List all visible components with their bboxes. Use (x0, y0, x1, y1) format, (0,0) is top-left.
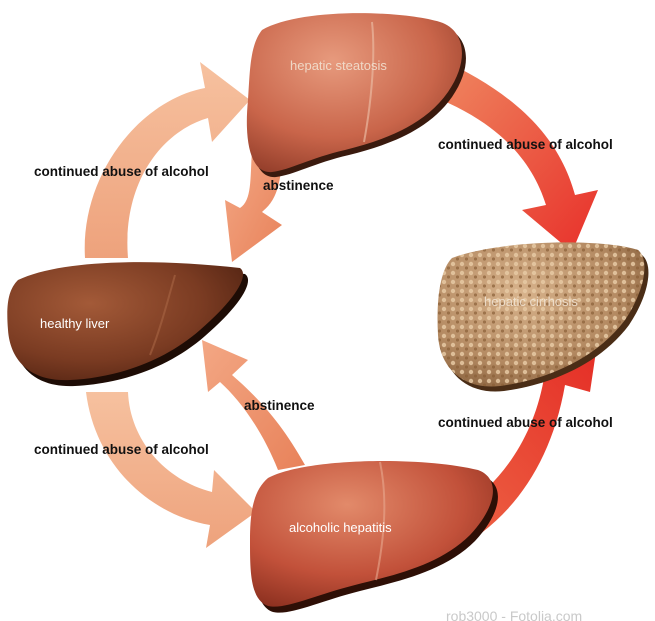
cirrhosis-label: hepatic cirrhosis (484, 294, 578, 309)
edge-label-hepatitis-to-healthy: abstinence (244, 398, 315, 413)
liver-cirrhosis: hepatic cirrhosis (438, 242, 649, 391)
steatosis-label: hepatic steatosis (290, 58, 387, 73)
edge-label-healthy-to-steatosis: continued abuse of alcohol (34, 164, 209, 179)
edge-label-steatosis-to-cirrhosis: continued abuse of alcohol (438, 137, 613, 152)
edge-label-hepatitis-to-cirrhosis: continued abuse of alcohol (438, 415, 613, 430)
hepatitis-label: alcoholic hepatitis (289, 520, 392, 535)
liver-steatosis: hepatic steatosis (247, 13, 466, 177)
credit-watermark: rob3000 - Fotolia.com (446, 608, 582, 621)
liver-hepatitis: alcoholic hepatitis (250, 461, 498, 613)
edge-label-steatosis-to-healthy: abstinence (263, 178, 334, 193)
healthy-label: healthy liver (40, 316, 110, 331)
arrow-healthy-to-hepatitis (86, 392, 256, 548)
edge-label-healthy-to-hepatitis: continued abuse of alcohol (34, 442, 209, 457)
arrow-healthy-to-steatosis (85, 62, 250, 258)
